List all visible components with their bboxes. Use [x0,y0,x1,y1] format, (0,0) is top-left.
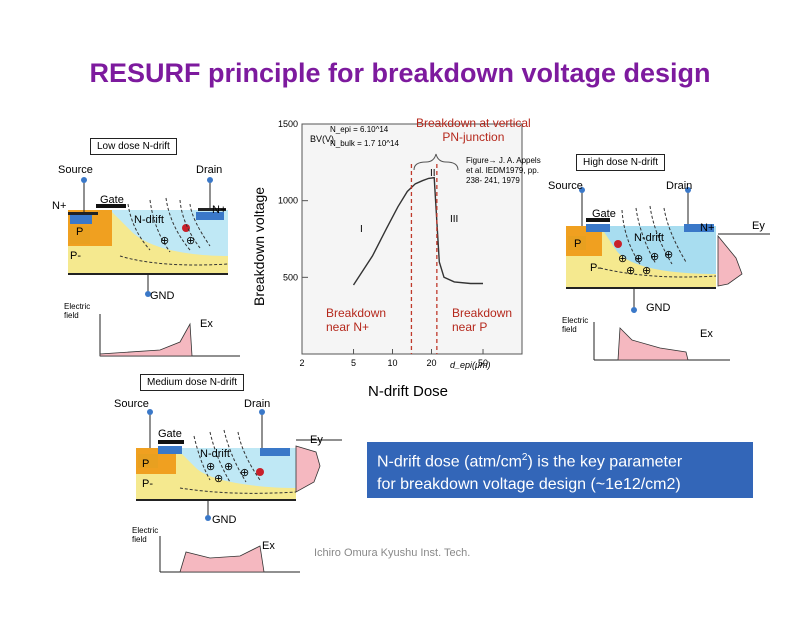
x-tick-label-4: 50 [478,358,488,368]
svg-text:⊕: ⊕ [206,461,215,473]
callout-line-2: for breakdown voltage design (~1e12/cm2) [377,476,681,494]
svg-text:⊕: ⊕ [224,461,233,473]
high-nplus-label: N+ [700,222,715,234]
y-tick-label-0: 500 [283,272,298,282]
high-ey-label: Ey [752,220,765,232]
region-ii-brace [413,153,459,171]
high-field-label: Electric field [562,316,589,334]
svg-text:⊕: ⊕ [186,235,195,247]
svg-text:⊕: ⊕ [642,265,651,277]
high-gnd-label: GND [646,302,671,314]
x-tick-label-3: 20 [426,358,436,368]
low-nplus-left-label: N+ [52,200,67,212]
annotation-near-nplus: Breakdown near N+ [326,306,387,334]
medium-ndrift-label: N-drift [200,448,230,460]
medium-ey-label: Ey [310,434,323,446]
svg-text:⊕: ⊕ [634,253,643,265]
reference-citation: Figure→ J. A. Appels et al. IEDM1979, pp… [466,156,541,185]
medium-pminus-label: P- [142,478,153,490]
annotation-vertical-pn: Breakdown at vertical PN-junction [416,116,531,144]
medium-gate-label: Gate [158,428,182,440]
svg-text:⊕: ⊕ [650,251,659,263]
x-axis-unit: d_epi(μm) [450,360,490,370]
high-dose-device-diagram: ⊕⊕ ⊕⊕ ⊕⊕ [566,187,770,361]
medium-dose-label: Medium dose N-drift [140,374,245,391]
svg-text:⊕: ⊕ [160,235,169,247]
high-ndrift-label: N-drift [634,232,664,244]
high-gate-label: Gate [592,208,616,220]
low-nplus-right-label: N+ [212,204,227,216]
medium-ex-label: Ex [262,540,275,552]
medium-dose-device-diagram: ⊕⊕ ⊕⊕ [136,409,342,573]
region-label-i: I [360,224,363,235]
region-label-ii: II [430,168,436,179]
x-tick-label-2: 10 [388,358,398,368]
y-axis-unit: BV(V) [310,134,334,144]
low-pminus-label: P- [70,250,81,262]
svg-text:⊕: ⊕ [214,473,223,485]
low-gnd-label: GND [150,290,175,302]
low-dose-device-diagram: ⊕⊕ [68,177,240,357]
author-credit: Ichiro Omura Kyushu Inst. Tech. [314,547,471,559]
y-tick-label-2: 1500 [278,119,298,129]
medium-gnd-label: GND [212,514,237,526]
callout-line-1: N-drift dose (atm/cm2) is the key parame… [377,452,683,471]
breakdown-voltage-curve [352,176,483,286]
low-dose-label: Low dose N-drift [90,138,177,155]
high-pminus-label: P- [590,262,601,274]
low-field-label: Electric field [64,302,91,320]
low-source-label: Source [58,164,93,176]
x-tick-label-0: 2 [299,358,304,368]
low-drain-label: Drain [196,164,223,176]
high-p-label: P [574,238,582,250]
slide-title: RESURF principle for breakdown voltage d… [89,58,711,88]
param-nepi: N_epi = 6.10^14 [330,125,389,134]
y-tick-label-1: 1000 [278,196,298,206]
x-axis-label: N-drift Dose [368,383,449,400]
breakdown-voltage-chart: 500 1000 1500 2 5 10 20 50 I II III BV(V) N_ep… [251,119,523,370]
x-tick-label-1: 5 [351,358,356,368]
low-p-label: P [76,226,84,238]
low-ex-label: Ex [200,318,213,330]
high-source-label: Source [548,180,583,192]
low-ndrift-label: N-drift [134,214,164,226]
high-ex-label: Ex [700,328,713,340]
svg-text:⊕: ⊕ [618,253,627,265]
param-nbulk: N_bulk = 1.7 10^14 [330,139,399,148]
region-label-iii: III [450,214,458,225]
svg-text:⊕: ⊕ [664,249,673,261]
svg-text:⊕: ⊕ [626,265,635,277]
annotation-near-p: Breakdown near P [452,306,513,334]
high-dose-label: High dose N-drift [576,154,666,171]
high-drain-label: Drain [666,180,693,192]
low-gate-label: Gate [100,194,124,206]
medium-drain-label: Drain [244,398,271,410]
svg-text:⊕: ⊕ [240,467,249,479]
medium-field-label: Electric field [132,526,159,544]
key-parameter-callout: N-drift dose (atm/cm2) is the key parame… [367,442,753,498]
y-axis-label: Breakdown voltage [251,187,267,306]
medium-source-label: Source [114,398,149,410]
medium-p-label: P [142,458,150,470]
